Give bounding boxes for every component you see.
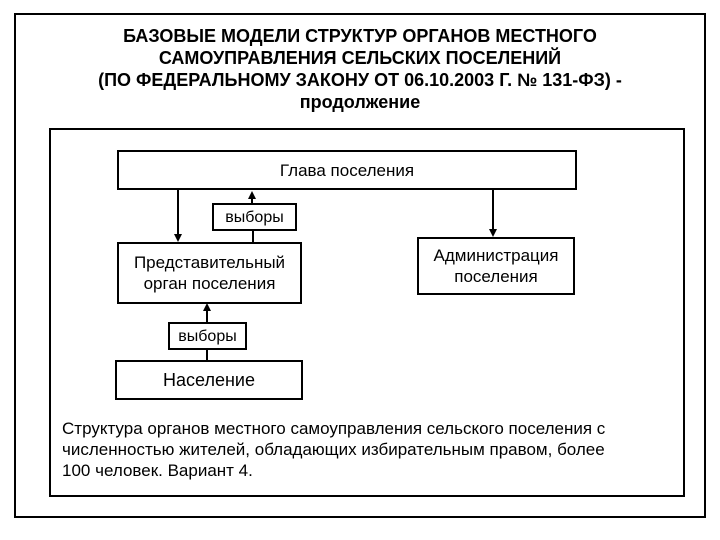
slide-title-line-3: (ПО ФЕДЕРАЛЬНОМУ ЗАКОНУ ОТ 06.10.2003 Г.…: [98, 70, 622, 90]
node-population-label: Население: [163, 369, 255, 390]
edge-head-to-administration: [492, 190, 494, 230]
edge-head-to-representative: [177, 190, 179, 235]
arrowhead-down-icon: [174, 234, 182, 242]
arrowhead-up-icon: [248, 191, 256, 199]
edge-elections-top-to-representative: [252, 230, 254, 242]
caption-line-3: 100 человек. Вариант 4.: [62, 461, 253, 480]
slide-title: БАЗОВЫЕ МОДЕЛИ СТРУКТУР ОРГАНОВ МЕСТНОГО…: [22, 25, 698, 113]
slide-title-line-1: БАЗОВЫЕ МОДЕЛИ СТРУКТУР ОРГАНОВ МЕСТНОГО: [123, 26, 597, 46]
arrowhead-down-icon: [489, 229, 497, 237]
node-administration: Администрация поселения: [417, 237, 575, 295]
edge-elections-top-to-head: [251, 198, 253, 203]
node-representative-body-label: Представительный орган поселения: [133, 253, 286, 293]
caption-line-2: численностью жителей, обладающих избират…: [62, 440, 605, 459]
node-elections-bottom: выборы: [168, 322, 247, 350]
edge-population-to-elections-bottom: [206, 350, 208, 360]
node-elections-top-label: выборы: [225, 208, 284, 226]
node-elections-bottom-label: выборы: [178, 327, 237, 345]
slide-title-line-4: продолжение: [299, 92, 421, 112]
node-population: Население: [115, 360, 303, 400]
edge-elections-bottom-to-representative: [206, 310, 208, 322]
node-head-of-settlement-label: Глава поселения: [279, 160, 415, 180]
node-representative-body: Представительный орган поселения: [117, 242, 302, 304]
node-head-of-settlement: Глава поселения: [117, 150, 577, 190]
caption-line-1: Структура органов местного самоуправлени…: [62, 419, 606, 438]
node-elections-top: выборы: [212, 203, 297, 231]
node-administration-label: Администрация поселения: [433, 246, 559, 286]
slide-title-line-2: САМОУПРАВЛЕНИЯ СЕЛЬСКИХ ПОСЕЛЕНИЙ: [158, 48, 562, 68]
arrowhead-up-icon: [203, 303, 211, 311]
caption: Структура органов местного самоуправлени…: [62, 418, 677, 481]
